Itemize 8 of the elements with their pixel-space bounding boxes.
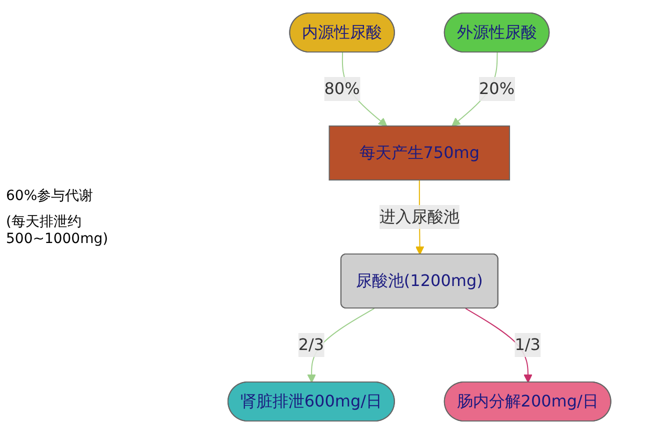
node-box: 每天产生750mg: [328, 126, 510, 180]
edge-label: 1/3: [514, 334, 540, 354]
note-text: 60%参与代谢: [6, 187, 94, 205]
edge-label: 80%: [324, 78, 360, 98]
edge-label: 2/3: [298, 334, 324, 354]
note-text: (每天排泄约500~1000mg): [6, 213, 110, 247]
edge-label: 20%: [478, 78, 514, 98]
edge-label: 进入尿酸池: [378, 206, 459, 226]
